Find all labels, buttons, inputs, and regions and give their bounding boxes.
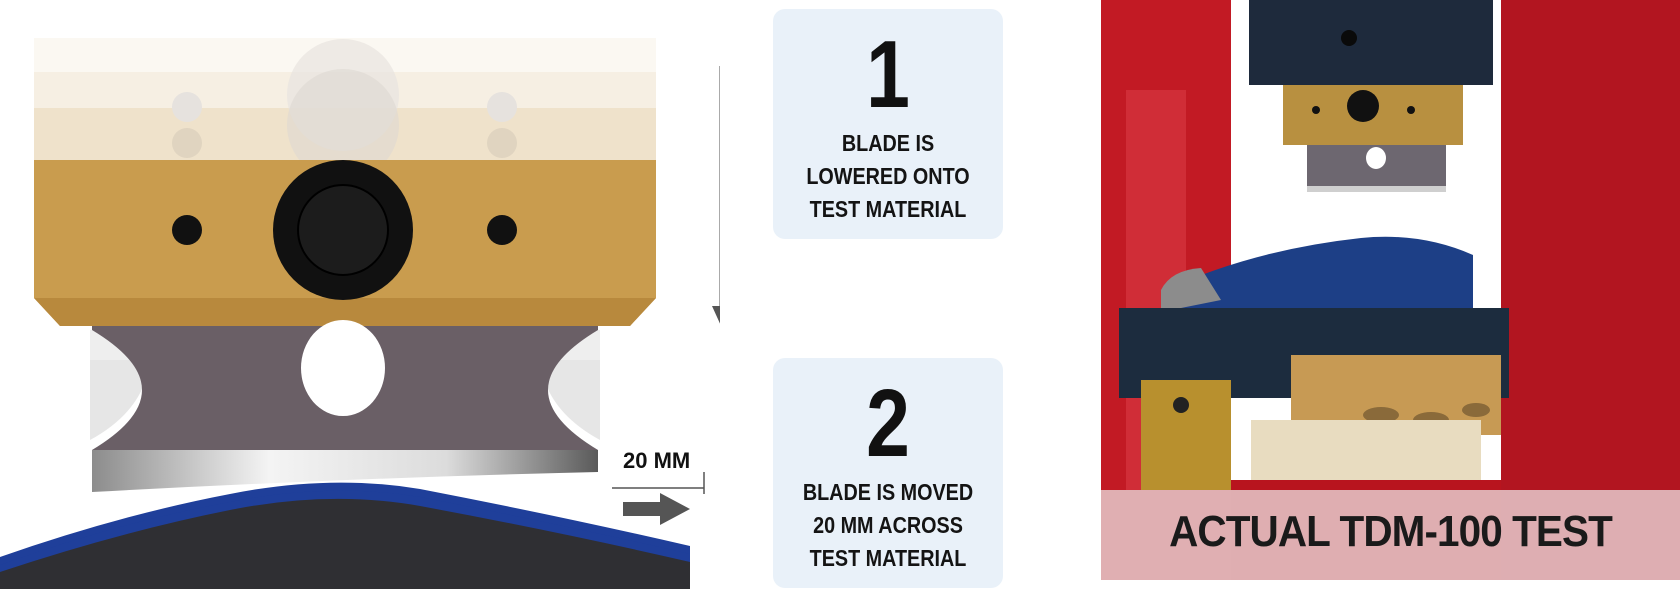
distance-label: 20 MM	[623, 448, 690, 473]
movement-indicator: 20 MM	[612, 448, 705, 525]
move-right-arrow	[623, 493, 690, 525]
machine-illustration	[1101, 0, 1680, 580]
holder-screw-right	[487, 215, 517, 245]
blade-holder	[34, 160, 656, 326]
photo-caption: ACTUAL TDM-100 TEST	[1169, 507, 1613, 556]
caption-bar	[1101, 490, 1680, 580]
holder-screw-left	[172, 215, 202, 245]
step-number: 2	[866, 370, 910, 477]
step-description: BLADE IS LOWERED ONTO TEST MATERIAL	[806, 130, 970, 222]
step-number: 1	[866, 21, 910, 128]
step-description: BLADE IS MOVED 20 MM ACROSS TEST MATERIA…	[802, 479, 974, 571]
test-machine-photo: ACTUAL TDM-100 TEST	[1101, 0, 1680, 580]
lower-direction-arrow	[712, 66, 720, 324]
blade-cutting-diagram: 20 MM	[0, 38, 720, 589]
ghost-holder-motion-trail	[34, 38, 656, 181]
blade-hole	[301, 320, 385, 416]
step-card-2: 2 BLADE IS MOVED 20 MM ACROSS TEST MATER…	[773, 358, 1003, 588]
test-material	[0, 482, 690, 589]
step-card-1: 1 BLADE IS LOWERED ONTO TEST MATERIAL	[773, 9, 1003, 239]
cutting-blade	[92, 320, 598, 492]
